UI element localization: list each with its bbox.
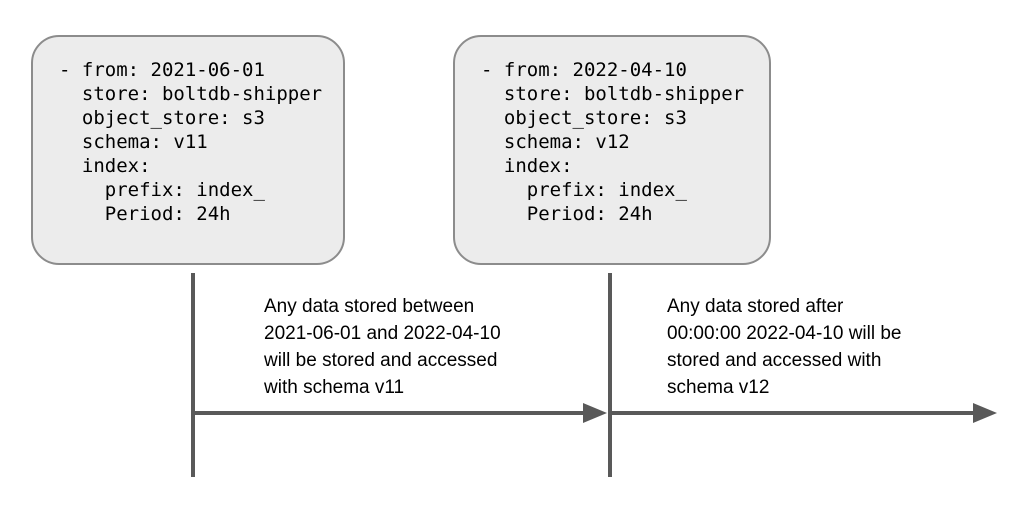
schema-v11-config-code: - from: 2021-06-01 store: boltdb-shipper… bbox=[59, 59, 323, 225]
timeline-arrow-v11-shaft bbox=[191, 411, 584, 415]
annotation-schema-v11-period: Any data stored between 2021-06-01 and 2… bbox=[264, 296, 501, 398]
annotation-schema-v12-period: Any data stored after 00:00:00 2022-04-1… bbox=[667, 296, 902, 398]
arrowhead-right-icon bbox=[973, 403, 997, 423]
timeline-boundary-2022-04-10 bbox=[608, 273, 612, 477]
timeline-boundary-2021-06-01 bbox=[191, 273, 195, 477]
schema-v12-config-code: - from: 2022-04-10 store: boltdb-shipper… bbox=[481, 59, 745, 225]
timeline-arrow-v12-shaft bbox=[610, 411, 974, 415]
schema-v12-config-box: - from: 2022-04-10 store: boltdb-shipper… bbox=[453, 35, 771, 265]
arrowhead-right-icon bbox=[583, 403, 607, 423]
schema-v11-config-box: - from: 2021-06-01 store: boltdb-shipper… bbox=[31, 35, 345, 265]
